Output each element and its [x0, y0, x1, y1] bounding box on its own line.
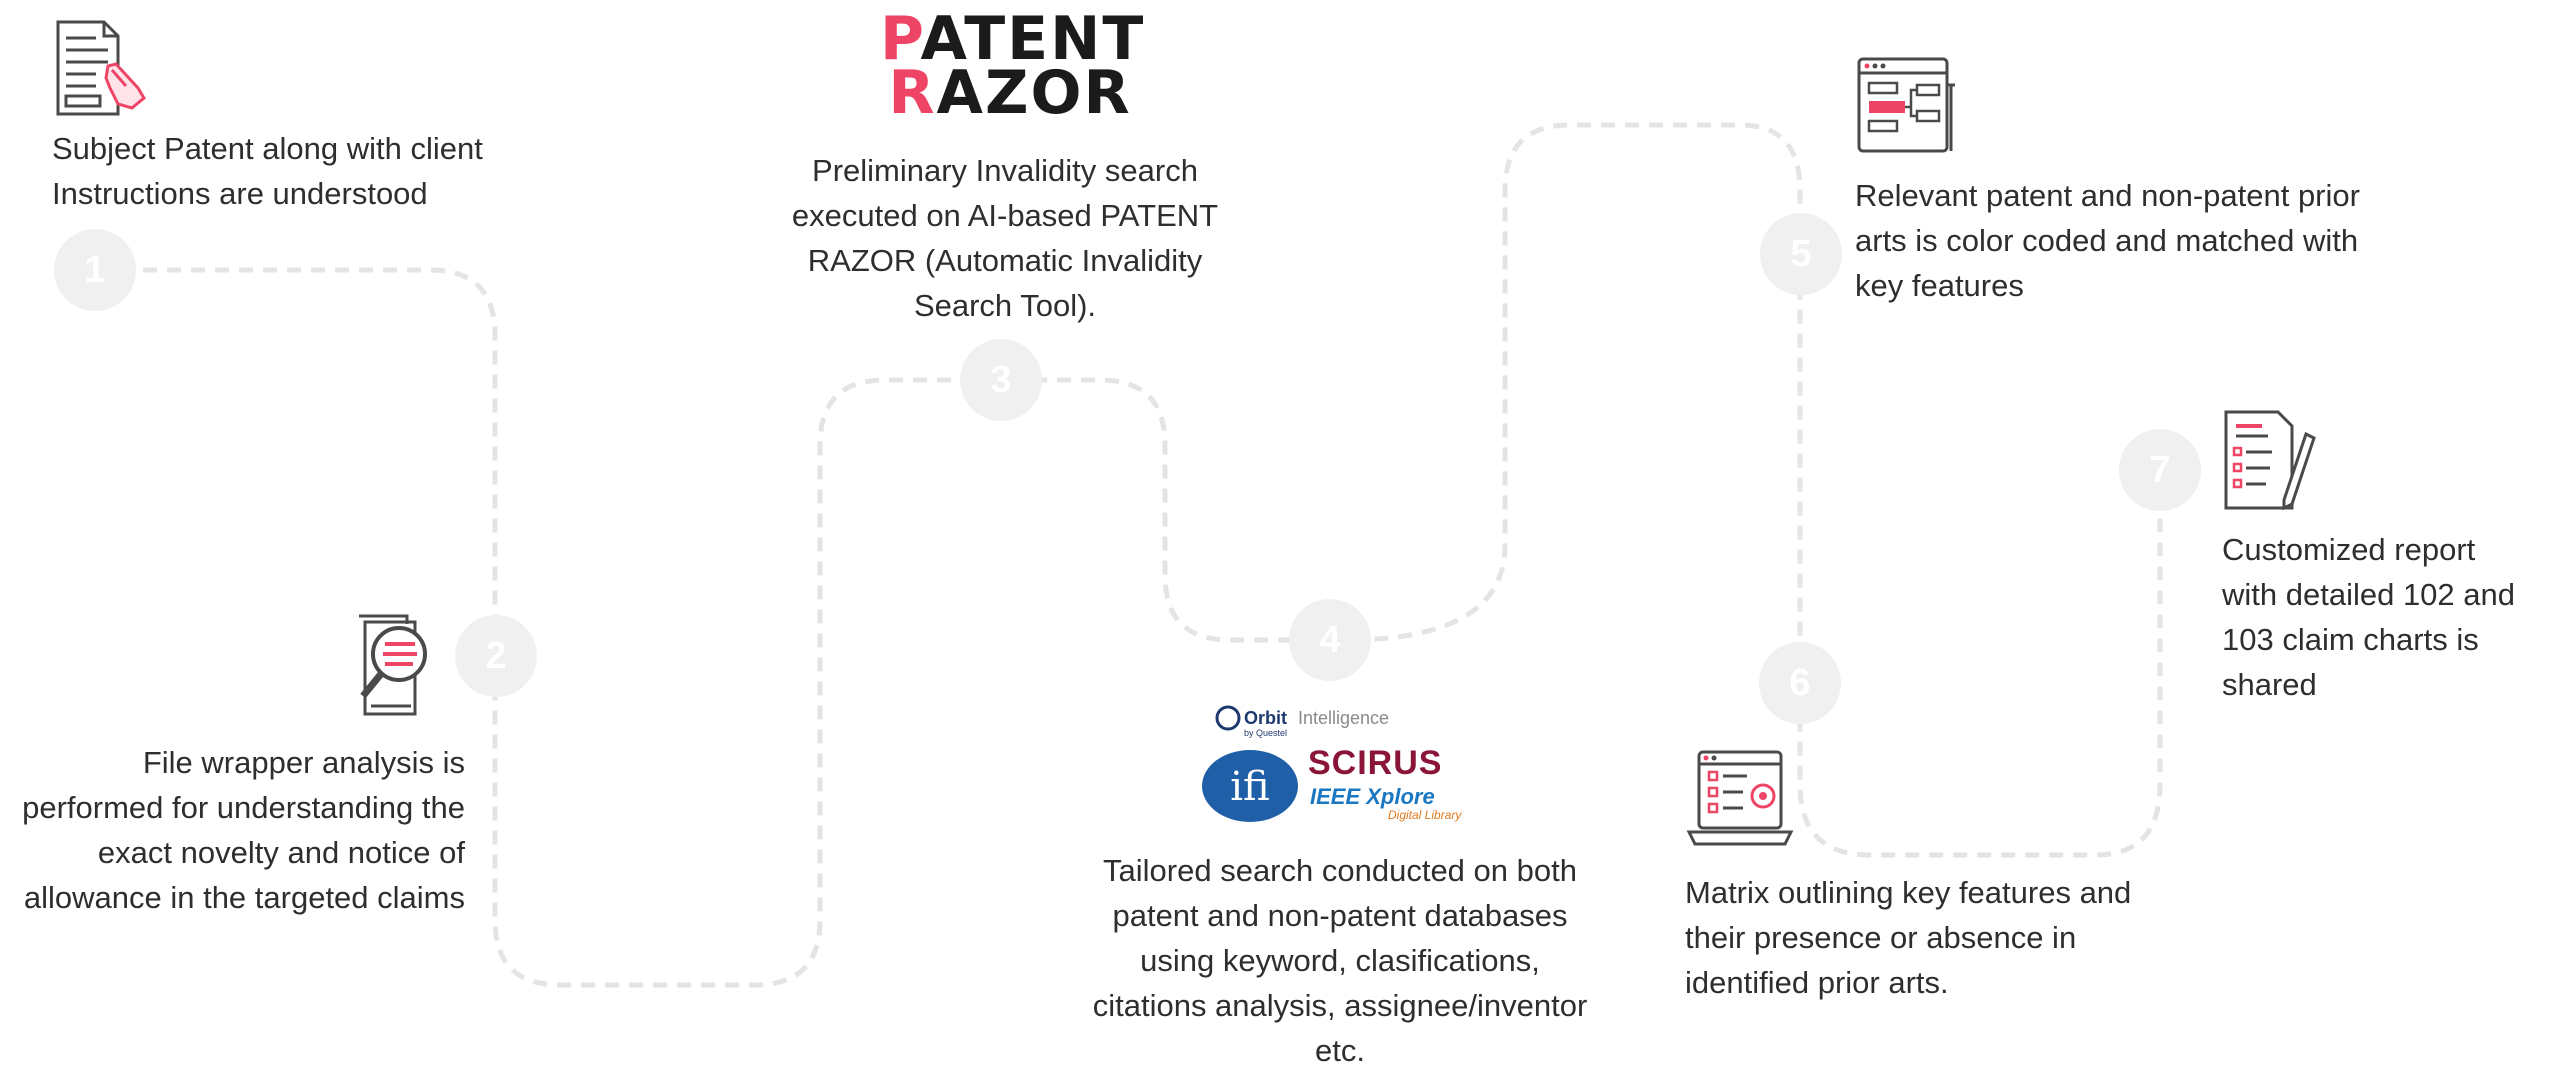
database-logos: Orbit Intelligence by Questel ifi SCIRUS… [1200, 700, 1480, 830]
patent-razor-logo: PATENT RAZOR [880, 9, 1143, 123]
step-7-marker: 7 [2119, 429, 2201, 511]
magnifier-document-icon [355, 610, 445, 720]
step-5-text: Relevant patent and non-patent prior art… [1855, 178, 2360, 303]
orbit-by: by Questel [1244, 728, 1287, 738]
orbit-label: Orbit [1244, 708, 1287, 728]
orbit-icon [1215, 705, 1241, 731]
step-4-text: Tailored search conducted on both patent… [1092, 853, 1588, 1068]
scirus-label: SCIRUS [1308, 744, 1442, 782]
patent-document-hand-icon [52, 18, 152, 118]
logo-letter-r: R [888, 58, 937, 128]
logo-word-azor: AZOR [936, 58, 1132, 128]
step-6-marker: 6 [1759, 642, 1841, 724]
logo-word-atent: ATENT [920, 4, 1146, 74]
logo-letter-p: P [880, 4, 921, 74]
ifi-logo-shape [1202, 750, 1298, 822]
ifi-label: ifi [1230, 764, 1269, 810]
step-1-marker: 1 [54, 229, 136, 311]
step-1-text: Subject Patent along with client Instruc… [52, 131, 483, 211]
laptop-checklist-icon [1685, 748, 1795, 853]
step-4-marker: 4 [1289, 599, 1371, 681]
step-2-marker: 2 [455, 615, 537, 697]
ieee-sublabel: Digital Library [1388, 808, 1462, 822]
dashed-connector [95, 122, 2163, 988]
step-2-text: File wrapper analysis is performed for u… [22, 745, 465, 915]
orbit-suffix: Intelligence [1298, 708, 1389, 728]
step-5-marker: 5 [1760, 213, 1842, 295]
step-6-text: Matrix outlining key features and their … [1685, 875, 2132, 1000]
step-3-text: Preliminary Invalidity search executed o… [791, 153, 1219, 323]
report-pen-icon [2222, 408, 2317, 513]
flowchart-window-icon [1855, 55, 1955, 155]
ieee-label: IEEE Xplore [1310, 784, 1435, 809]
step-3-marker: 3 [960, 339, 1042, 421]
step-7-text: Customized report with detailed 102 and … [2222, 532, 2516, 702]
